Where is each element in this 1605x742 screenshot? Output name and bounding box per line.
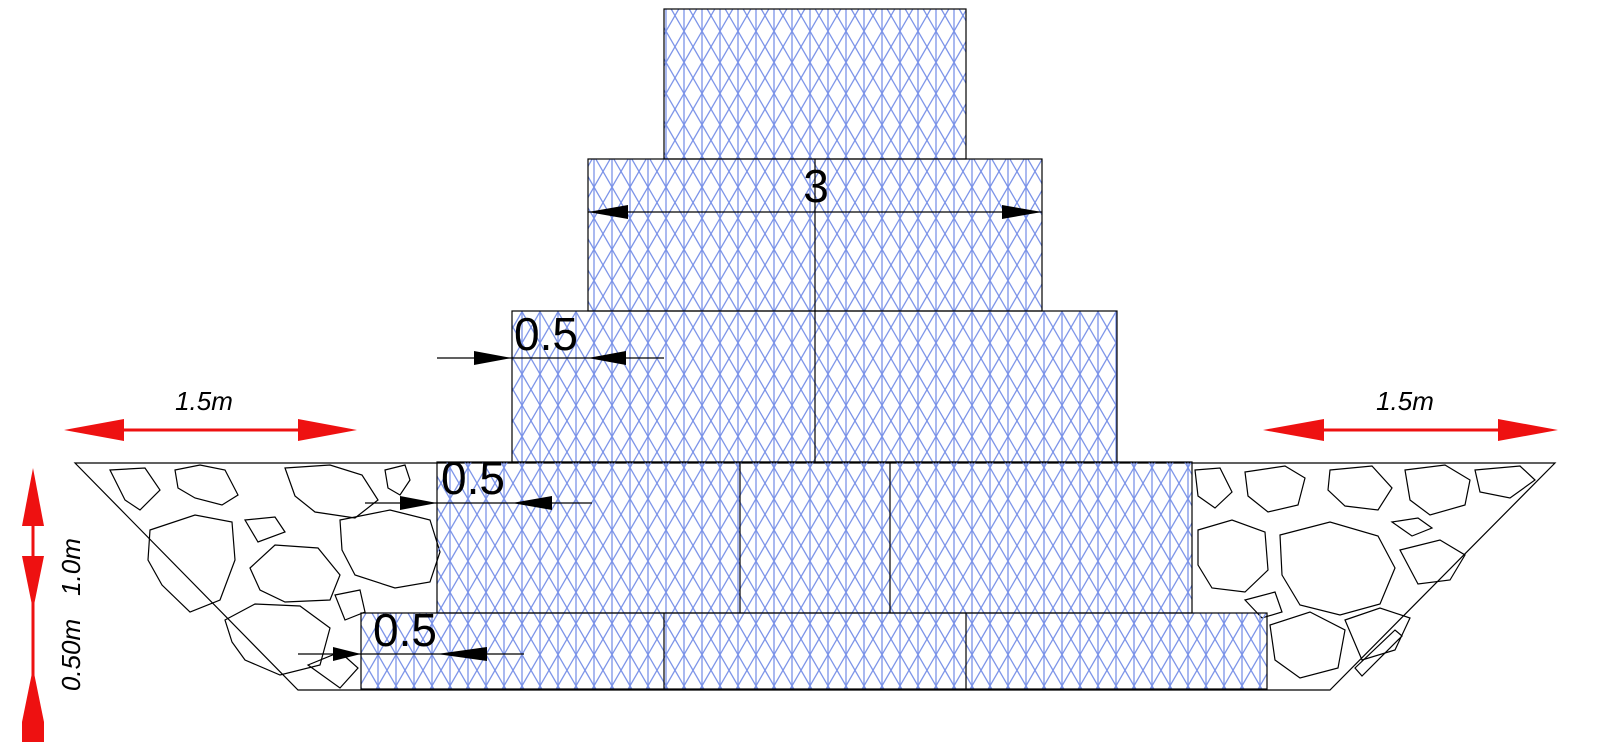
gabion-course-5 <box>360 612 1268 690</box>
step-dimension-upper: 0.5 <box>437 308 664 365</box>
left-berm-label: 1.5m <box>175 386 233 416</box>
top-width-label: 3 <box>803 160 829 212</box>
vertical-height-dimension: 1.0m 0.50m <box>22 468 86 742</box>
step-dimension-middle: 0.5 <box>365 452 592 510</box>
left-berm-dimension: 1.5m <box>64 386 357 441</box>
height-lower-label: 0.50m <box>56 619 86 691</box>
step-dimension-lower: 0.5 <box>298 604 524 661</box>
step-label-lower: 0.5 <box>373 604 437 656</box>
step-label-upper: 0.5 <box>514 308 578 360</box>
stone-infill-left <box>109 464 441 689</box>
stone-infill-right <box>1194 464 1536 679</box>
gabion-course-1 <box>663 8 967 160</box>
height-upper-label: 1.0m <box>56 538 86 596</box>
top-width-dimension: 3 <box>588 160 1042 219</box>
step-label-middle: 0.5 <box>441 452 505 504</box>
gabion-course-4 <box>436 461 1193 614</box>
right-berm-label: 1.5m <box>1376 386 1434 416</box>
trench <box>73 462 1557 691</box>
right-berm-dimension: 1.5m <box>1263 386 1558 441</box>
gabion-boxes <box>360 8 1268 690</box>
